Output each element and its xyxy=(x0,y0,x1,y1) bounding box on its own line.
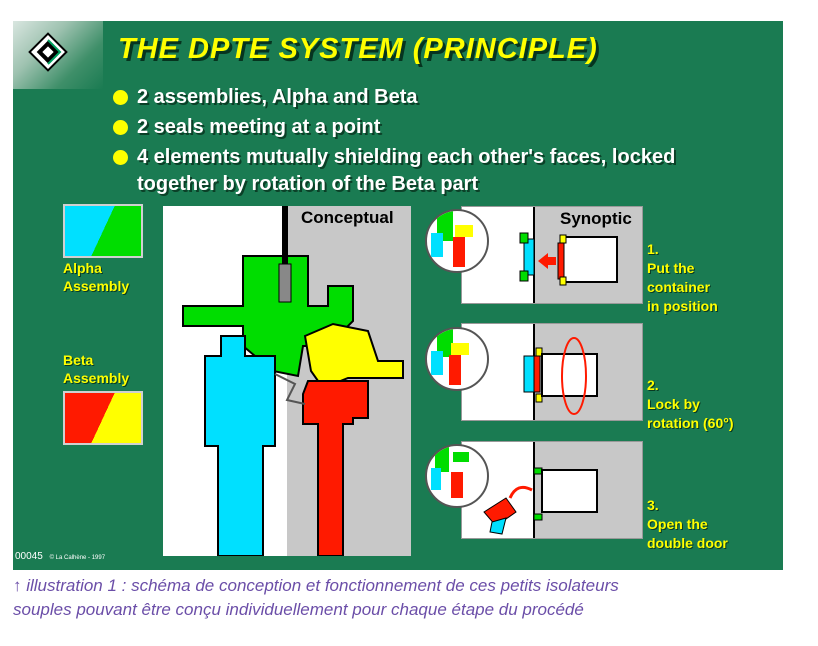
logo-box xyxy=(13,21,103,89)
detail-circle-drawing xyxy=(431,446,469,498)
bullet-text: 2 assemblies, Alpha and Beta xyxy=(137,86,418,108)
slide: THE DPTE SYSTEM (PRINCIPLE) 2 assemblies… xyxy=(13,21,783,570)
conceptual-heading: Conceptual xyxy=(301,208,394,227)
bullet-elements: 4 elements mutually shielding each other… xyxy=(113,146,676,169)
footer-copyright: © La Calhène - 1997 xyxy=(49,555,106,561)
bullet-dot-icon xyxy=(113,150,128,165)
step-2-diagram xyxy=(462,324,598,420)
beta-swatch xyxy=(63,391,143,445)
door-open-arrow-icon xyxy=(508,485,533,499)
diamond-logo-icon xyxy=(28,32,68,72)
bullet-dot-icon xyxy=(113,120,128,135)
bullet-text: 4 elements mutually shielding each other… xyxy=(137,146,676,168)
figure-caption: ↑ illustration 1 : schéma de conception … xyxy=(13,576,619,619)
alpha-swatch xyxy=(63,204,143,258)
bullet-assemblies: 2 assemblies, Alpha and Beta xyxy=(113,86,418,109)
footer-ref-number: 00045 xyxy=(15,551,43,562)
detail-circle-step-1 xyxy=(425,209,489,273)
detail-circle-drawing xyxy=(431,329,469,385)
detail-circle-step-3 xyxy=(425,444,489,508)
bullet-dot-icon xyxy=(113,90,128,105)
beta-legend-label: Beta Assembly xyxy=(63,352,130,386)
rotation-arrow-icon xyxy=(561,337,587,415)
step-3-diagram xyxy=(462,442,598,538)
step-2-label: 2. Lock by rotation (60°) xyxy=(647,377,734,431)
step-3-label: 3. Open the double door xyxy=(647,497,728,551)
step-1-label: 1. Put the container in position xyxy=(647,241,718,314)
synoptic-box-step-1: Synoptic xyxy=(461,206,643,304)
synoptic-box-step-2 xyxy=(461,323,643,421)
alpha-legend-label: Alpha Assembly xyxy=(63,260,130,294)
slide-title: THE DPTE SYSTEM (PRINCIPLE) xyxy=(118,33,598,65)
detail-circle-drawing xyxy=(431,211,473,267)
bullet-elements-continued: together by rotation of the Beta part xyxy=(137,173,478,196)
footer-reference: 00045 © La Calhène - 1997 xyxy=(15,551,105,562)
conceptual-diagram xyxy=(182,206,411,556)
bullet-text: 2 seals meeting at a point xyxy=(137,116,381,138)
detail-circle-step-2 xyxy=(425,327,489,391)
bullet-text: together by rotation of the Beta part xyxy=(137,173,479,195)
synoptic-heading: Synoptic xyxy=(560,209,632,228)
conceptual-panel: Conceptual xyxy=(163,206,411,556)
bullet-seals: 2 seals meeting at a point xyxy=(113,116,381,139)
synoptic-box-step-3 xyxy=(461,441,643,539)
push-arrow-icon xyxy=(538,253,556,269)
